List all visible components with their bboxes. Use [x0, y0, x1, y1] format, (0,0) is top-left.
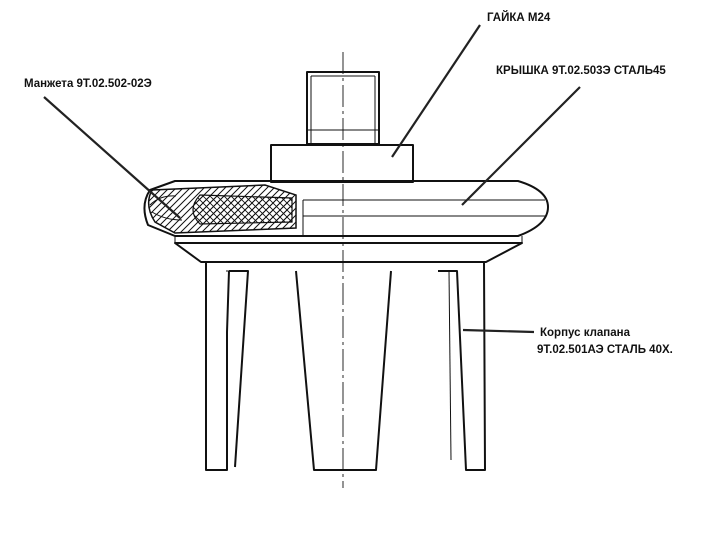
- body-leader: [462, 328, 535, 334]
- nut-label: ГАЙКА М24: [487, 11, 551, 24]
- cover-leader: [461, 86, 581, 206]
- nut-leader: [391, 24, 481, 158]
- cuff-label: Манжета 9Т.02.502-02Э: [24, 78, 152, 90]
- leader-lines: [43, 24, 581, 334]
- cuff-section: [147, 184, 297, 234]
- body-label-line2: 9Т.02.501АЭ СТАЛЬ 40Х.: [537, 344, 673, 356]
- body-label-line1: Корпус клапана: [540, 327, 631, 339]
- nut-m24: [270, 71, 414, 183]
- valve-body-legs: [205, 261, 486, 471]
- cover-label: КРЫШКА 9Т.02.503Э СТАЛЬ45: [496, 65, 666, 77]
- valve-body-flange: [174, 236, 523, 263]
- cuff-leader: [43, 96, 181, 219]
